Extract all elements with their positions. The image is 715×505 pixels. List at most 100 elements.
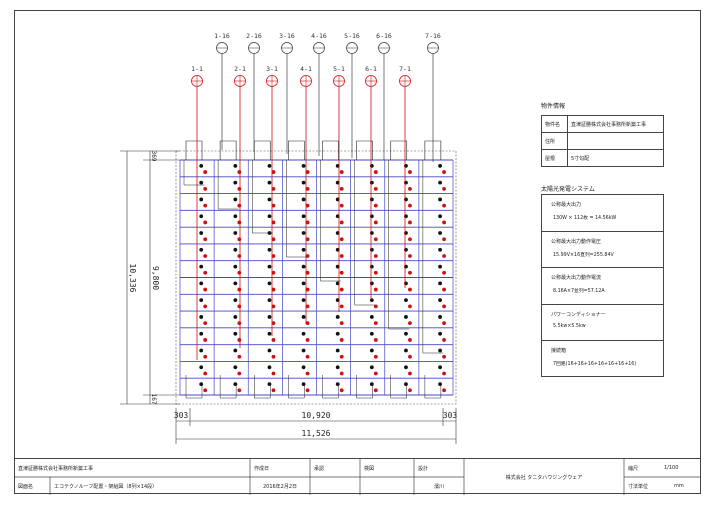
module-terminal-negative (438, 180, 442, 185)
string-jumper (219, 140, 237, 160)
system-item: パワーコンディショナー 5.5kw×5.5kw (542, 305, 663, 342)
module-terminal-positive (237, 170, 242, 174)
string-jumper (424, 140, 442, 160)
module-terminal-positive (442, 220, 446, 225)
module-terminal-negative (267, 264, 272, 269)
info-key: 物件名 (542, 116, 568, 132)
module-terminal-negative (267, 197, 272, 202)
module-terminal-negative (199, 180, 204, 185)
string-jumper (356, 140, 373, 160)
module-terminal-positive (373, 338, 378, 342)
module-terminal-negative (267, 281, 272, 286)
module-terminal-positive (203, 270, 208, 275)
module-terminal-negative (404, 331, 408, 336)
module-terminal-negative (233, 197, 238, 202)
module-terminal-negative (199, 281, 204, 286)
module-terminal-positive (339, 388, 344, 393)
system-item: 公称最大出力動作電流 8.16A×7並列=57.12A (542, 268, 663, 305)
module-terminal-positive (271, 270, 276, 275)
system-item-value: 8.16A×7並列=57.12A (553, 289, 605, 295)
module-terminal-positive (271, 388, 276, 393)
checked-label: 承認 (314, 465, 325, 472)
module-terminal-positive (271, 321, 276, 326)
module-terminal-positive (339, 237, 344, 242)
module-terminal-negative (369, 365, 374, 370)
module-terminal-negative (438, 281, 442, 286)
system-item-label: 接続箱 (551, 348, 567, 355)
module-terminal-negative (438, 315, 442, 319)
string-red-label: 1-1 (191, 65, 203, 73)
info-row: 物件名 直津証勝株式会社事務所新築工事 (542, 116, 663, 133)
module-terminal-negative (301, 281, 306, 286)
module-terminal-negative (301, 264, 306, 269)
string-jumper (390, 140, 408, 160)
module-terminal-positive (442, 321, 446, 326)
module-terminal-positive (271, 186, 276, 191)
module-terminal-positive (442, 371, 446, 376)
string-top-label: 3-16 (279, 32, 295, 40)
module-terminal-negative (438, 348, 442, 353)
module-terminal-positive (203, 388, 208, 393)
module-terminal-positive (408, 338, 412, 342)
module-terminal-positive (305, 170, 310, 174)
module-terminal-positive (237, 220, 242, 225)
dim-height-outer: 10,336 (128, 264, 137, 293)
module-terminal-positive (442, 203, 446, 208)
module-terminal-positive (442, 304, 446, 309)
module-terminal-negative (267, 315, 272, 319)
string-top-label: 4-16 (311, 32, 327, 40)
module-terminal-positive (203, 237, 208, 242)
string-red-label: 4-1 (300, 65, 312, 73)
system-item-value: 5.5kw×5.5kw (553, 323, 586, 329)
module-terminal-positive (203, 304, 208, 309)
module-terminal-negative (233, 315, 238, 319)
module-terminal-negative (369, 298, 374, 303)
module-terminal-positive (237, 304, 242, 309)
module-terminal-positive (203, 203, 208, 208)
dim-left-margin: 303 (174, 411, 189, 420)
string-top-label: 1-16 (214, 32, 230, 40)
module-terminal-negative (233, 231, 238, 235)
module-terminal-positive (339, 354, 344, 359)
module-terminal-positive (408, 237, 412, 242)
module-terminal-positive (408, 354, 412, 359)
string-top-label: 2-16 (246, 32, 262, 40)
info-key: 屋根 (542, 150, 568, 167)
module-terminal-negative (438, 214, 442, 219)
info-row: 屋根 5寸勾配 (542, 150, 663, 167)
module-terminal-negative (369, 315, 374, 319)
module-terminal-negative (301, 365, 306, 370)
module-terminal-negative (233, 163, 238, 168)
system-item: 公称最大出力動作電圧 15.99V×16直列=255.84V (542, 232, 663, 269)
module-terminal-negative (335, 365, 340, 370)
module-terminal-negative (301, 298, 306, 303)
module-terminal-negative (199, 264, 204, 269)
company-name: 株式会社 タニタハウジングウェア (505, 474, 583, 481)
module-terminal-positive (408, 270, 412, 275)
system-item-label: 公称最大出力 (551, 202, 582, 208)
property-info-title: 物件情報 (541, 103, 566, 110)
module-terminal-positive (237, 270, 242, 275)
module-terminal-positive (237, 254, 242, 258)
module-terminal-positive (271, 170, 276, 174)
module-terminal-positive (305, 203, 310, 208)
string-jumper (288, 375, 305, 399)
string-wiring (183, 54, 444, 399)
module-terminal-positive (237, 186, 242, 191)
module-terminal-negative (267, 331, 272, 336)
module-terminal-negative (267, 163, 272, 168)
string-jumper (424, 375, 442, 399)
string-jumper (185, 375, 203, 399)
module-terminal-positive (373, 254, 378, 258)
system-item-label: 公称最大出力動作電流 (551, 275, 602, 282)
dimension-lines (120, 150, 457, 444)
module-terminal-positive (203, 220, 208, 225)
module-terminal-negative (404, 315, 408, 319)
module-terminal-negative (199, 197, 204, 202)
drawing-name: エコテクノルーフ配置・架給図（8列×14段） (54, 483, 158, 490)
module-terminal-positive (203, 338, 208, 342)
module-terminal-negative (438, 231, 442, 235)
module-terminal-negative (267, 298, 272, 303)
